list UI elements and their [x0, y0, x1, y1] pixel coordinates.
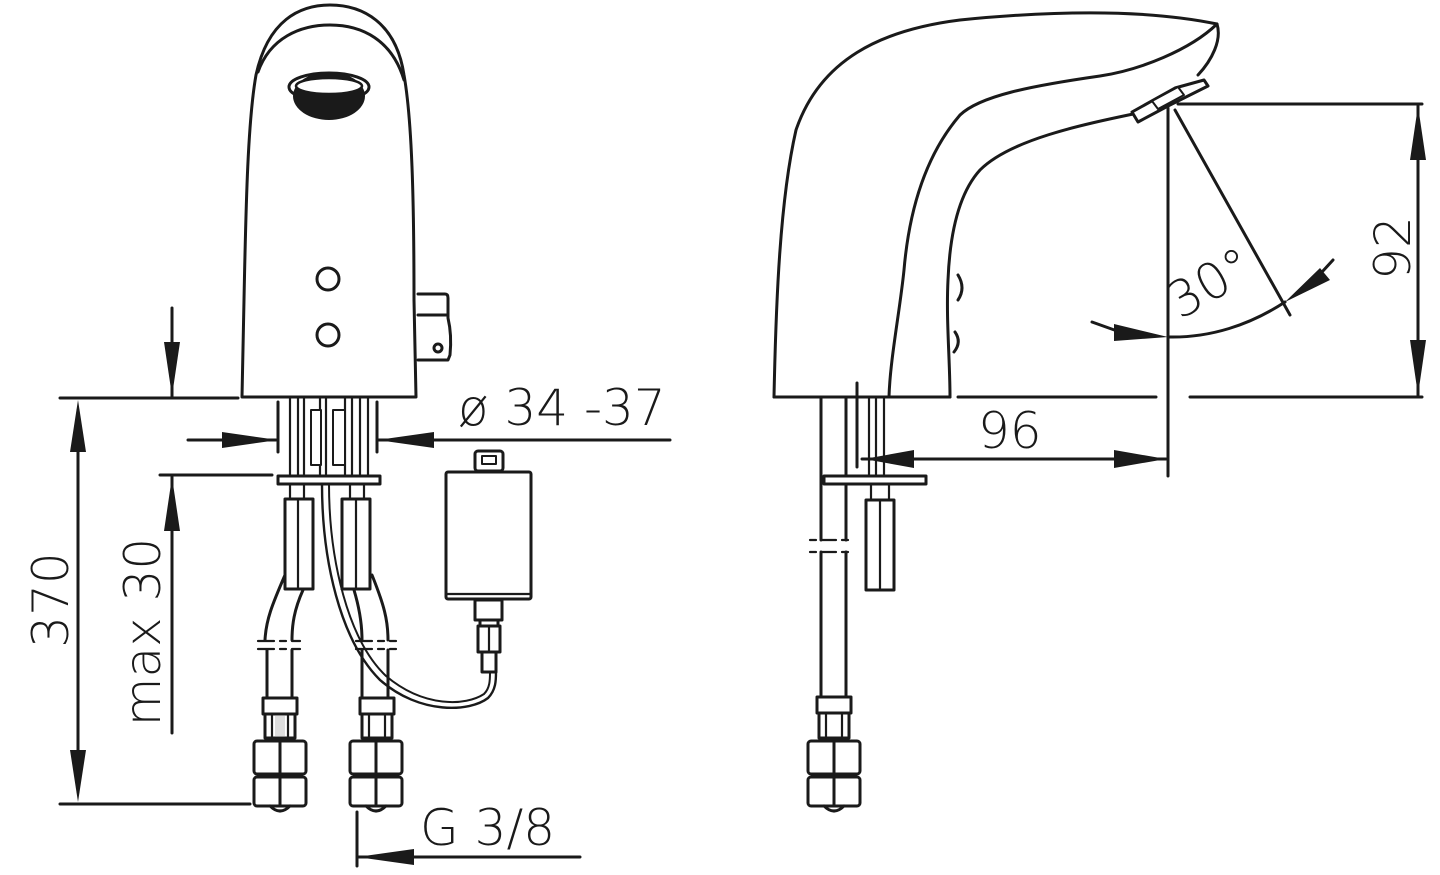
side-stems [808, 381, 928, 699]
dim-label-30deg: 30° [1157, 236, 1263, 331]
connector-right [348, 696, 404, 813]
flex-hoses [256, 482, 498, 710]
dimension-spout-height: 92 [1176, 102, 1426, 397]
connector-left [252, 696, 308, 813]
dim-label-max-30: max 30 [114, 538, 172, 726]
dim-label-92: 92 [1364, 216, 1422, 280]
sensor-window-icon [315, 266, 341, 292]
front-view: 370 max 30 ø 34 -37 G 3/8 [22, 3, 672, 868]
dim-label-diameter: ø 34 -37 [458, 379, 666, 437]
faucet-body-side [772, 11, 1220, 399]
dim-label-96: 96 [978, 402, 1042, 460]
dimension-spout-reach: 96 [860, 106, 1424, 478]
shank-assembly [276, 396, 382, 591]
dimension-sensor-angle: 30° [1090, 108, 1335, 341]
dimension-total-height: 370 [22, 396, 252, 806]
dim-label-370: 370 [22, 552, 80, 647]
dimension-deck-thickness: max 30 [114, 306, 274, 735]
dim-label-g38: G 3/8 [420, 799, 555, 857]
control-box [444, 449, 533, 674]
dimension-connection-thread: G 3/8 [355, 799, 582, 868]
faucet-body-front [240, 3, 453, 399]
hose-connectors [252, 696, 404, 813]
side-connector [806, 695, 862, 813]
dimension-hole-diameter: ø 34 -37 [186, 379, 672, 454]
sensor-window-icon [315, 322, 341, 348]
side-view: 96 92 30° [772, 11, 1426, 813]
